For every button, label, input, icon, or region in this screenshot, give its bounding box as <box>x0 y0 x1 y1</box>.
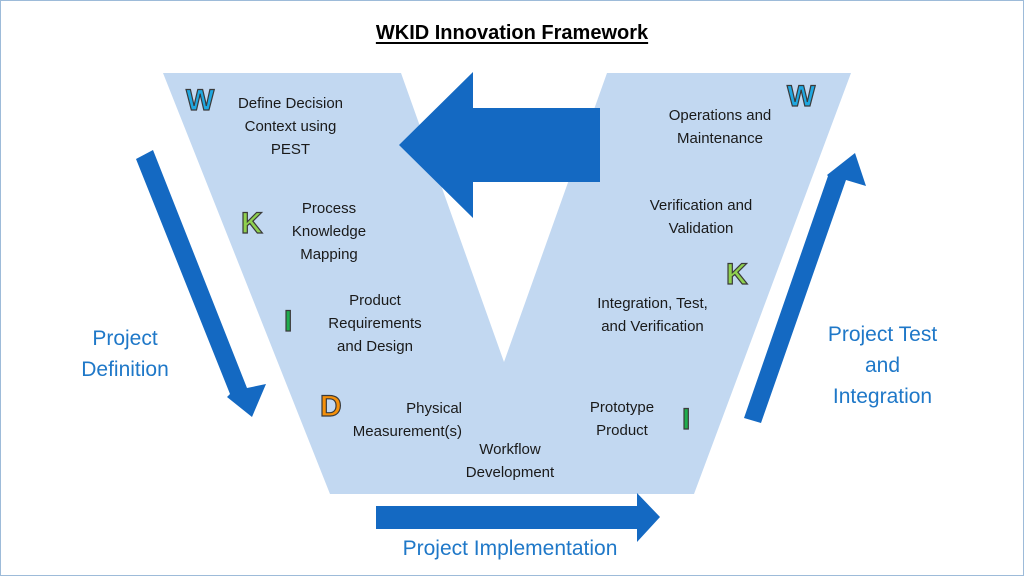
step-prototype-product: Prototype Product <box>589 399 655 439</box>
arrow-up-right-icon <box>744 153 866 423</box>
phase-label-project-definition: Project Definition <box>81 327 169 381</box>
letter-k-icon: K <box>725 258 748 291</box>
phase-label-project-test-integration: Project Test and Integration <box>827 323 938 408</box>
phase-label-project-implementation: Project Implementation <box>402 537 618 560</box>
step-verification-validation: Verification and Validation <box>649 197 753 237</box>
step-process-knowledge-mapping: Process Knowledge Mapping <box>291 200 367 263</box>
letter-i-icon: I <box>283 305 293 338</box>
letter-w-icon: W <box>185 84 215 117</box>
arrow-right-icon <box>376 493 660 542</box>
step-workflow-development: Workflow Development <box>465 441 555 481</box>
step-operations-maintenance: Operations and Maintenance <box>668 107 772 147</box>
v-shape <box>163 73 851 494</box>
step-define-decision-context: Define Decision Context using PEST <box>237 95 344 158</box>
letter-d-icon: D <box>319 390 342 423</box>
letter-w-icon: W <box>786 80 816 113</box>
page-title: WKID Innovation Framework <box>375 22 649 44</box>
step-product-requirements: Product Requirements and Design <box>328 292 422 355</box>
feedback-arrow-left-icon <box>399 72 600 218</box>
step-physical-measurements: Physical Measurement(s) <box>352 400 462 440</box>
letter-i-icon: I <box>681 403 691 436</box>
arrow-down-right-icon <box>136 150 266 417</box>
step-integration-test-verification: Integration, Test, and Verification <box>597 295 708 335</box>
letter-k-icon: K <box>240 207 263 240</box>
